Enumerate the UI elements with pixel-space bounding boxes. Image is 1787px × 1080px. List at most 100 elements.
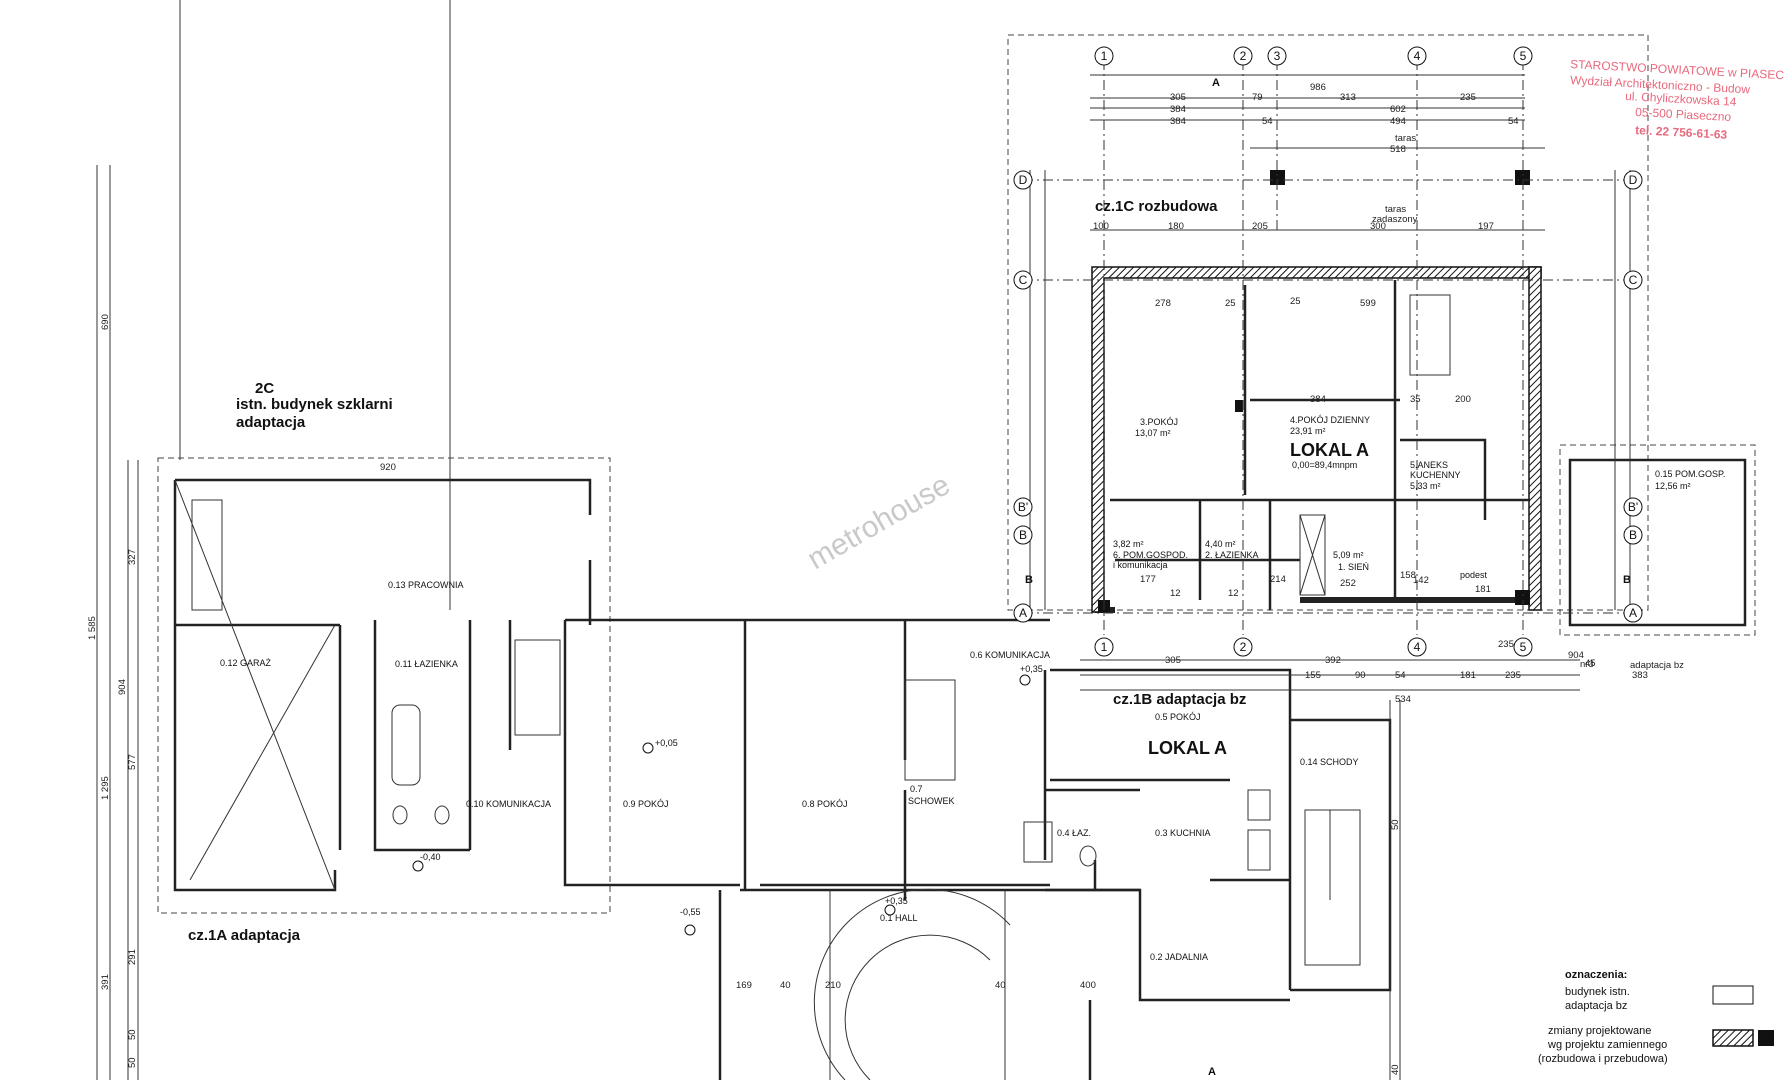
dim-text: 327 [127,549,138,565]
svg-text:2: 2 [1240,49,1247,63]
room-label: KUCHENNY [1410,470,1461,480]
hall-walls [829,890,1006,1080]
dim-text: 25 [1290,296,1301,307]
axis-bubble: 5 [1513,46,1533,66]
axis-bubble: 1 [1094,46,1114,66]
room-label: 5.ANEKS [1410,460,1448,470]
svg-text:C: C [1019,273,1028,287]
section-mark: B [1623,574,1631,586]
staircase [514,639,561,736]
room-label: 1. SIEŃ [1338,562,1369,572]
dim-text: 534 [1395,694,1411,705]
level-marker: -0,55 [680,907,701,936]
dim-text: 391 [100,974,111,990]
dim-text: 252 [1340,578,1356,589]
dim-text: 690 [100,314,111,330]
axis-bubble: 2 [1233,637,1253,657]
lokal-label: LOKAL A [1148,738,1227,758]
svg-text:B': B' [1628,500,1638,514]
room-label: 2. ŁAZIENKA [1205,550,1259,560]
dim-text: 383 [1632,670,1648,681]
svg-text:1: 1 [1101,640,1108,654]
dim-text: 79 [1252,92,1263,103]
room-area: 5,33 m² [1410,481,1441,491]
axis-bubble: B' [1013,497,1033,517]
room-label: 0.3 KUCHNIA [1155,828,1211,838]
svg-text:2: 2 [1240,640,1247,654]
level-marker: podest [1460,570,1488,580]
toilet-icon [1079,845,1097,867]
dim-text: 50 [127,1029,138,1040]
kitchen-fixture [1247,789,1271,821]
svg-text:5: 5 [1520,640,1527,654]
dim-text: 169 [736,980,752,991]
column-marker [1270,170,1285,185]
dim-text: taras [1385,204,1406,215]
sink-icon [434,805,450,825]
kitchen-fixture [1247,829,1271,871]
legend-text: wg projektu zamiennego [1547,1039,1667,1051]
spiral-stair [813,888,1011,1080]
main-building-partitions [743,620,907,900]
dim-text: 205 [1252,221,1268,232]
level-marker: +0,35 [884,896,908,916]
svg-text:1: 1 [1101,49,1108,63]
dim-text: 305 [1170,92,1186,103]
axis-bubble: C [1013,270,1033,290]
legend: oznaczenia: budynek istn. adaptacja bz z… [1538,969,1774,1065]
svg-text:ul. Chyliczkowska 14: ul. Chyliczkowska 14 [1625,89,1737,109]
dim-text: taras [1395,133,1416,144]
axis-bubble: 2 [1233,46,1253,66]
room-area: 23,91 m² [1290,426,1326,436]
dim-text: 50 [127,1057,138,1068]
axis-bubble: 1 [1094,637,1114,657]
axis-bubble: 4 [1407,637,1427,657]
extension-partitions [1110,280,1530,600]
legend-heading: oznaczenia: [1565,969,1627,981]
column-marker [1515,590,1530,605]
svg-text:D: D [1019,173,1028,187]
dim-text: 54 [1395,670,1406,681]
dim-text: 577 [127,754,138,770]
room-label: 0.1 HALL [880,913,918,923]
svg-text:D: D [1629,173,1638,187]
new-wall-hatch [1528,266,1542,611]
legend-swatch-existing [1712,985,1754,1005]
svg-text:B: B [1629,528,1637,542]
watermark: metrohouse [802,468,956,576]
legend-text: budynek istn. [1565,986,1630,998]
legend-text: zmiany projektowane [1548,1025,1651,1037]
svg-text:4: 4 [1414,49,1421,63]
dim-text: 40 [1390,1064,1401,1075]
dim-text: 40 [780,980,791,991]
dim-text: 155 [1305,670,1321,681]
room-label: 0.7 [910,784,923,794]
dim-text: 1 295 [100,776,111,800]
dim-text: zadaszony [1372,214,1418,225]
dim-text: nr3 [1580,659,1594,670]
dim-text: 313 [1340,92,1356,103]
axis-bubble: B [1623,525,1643,545]
main-building-walls [1050,668,1292,990]
axis-bubble: D [1623,170,1643,190]
level-marker: -0,40 [412,852,441,872]
diagonal-line [174,479,336,891]
dim-text: 235 [1505,670,1521,681]
dim-text: 181 [1475,584,1491,595]
dim-text: 518 [1390,144,1406,155]
bathtub-icon [1023,821,1053,863]
dim-text: 214 [1270,574,1286,585]
room-area: 5,09 m² [1333,550,1364,560]
room-label: SCHOWEK [908,796,955,806]
room-label: 0.6 KOMUNIKACJA [970,650,1050,660]
dim-text: 54 [1262,116,1273,127]
axis-bubble: B' [1623,497,1643,517]
greenhouse-walls [173,478,592,892]
room-label: 6. POM.GOSPOD. [1113,550,1188,560]
level-marker: +0,05 [642,738,678,754]
legend-text: (rozbudowa i przebudowa) [1538,1053,1668,1065]
legend-text: adaptacja bz [1565,1000,1627,1012]
room-area: 4,40 m² [1205,539,1236,549]
dim-text: 599 [1360,298,1376,309]
